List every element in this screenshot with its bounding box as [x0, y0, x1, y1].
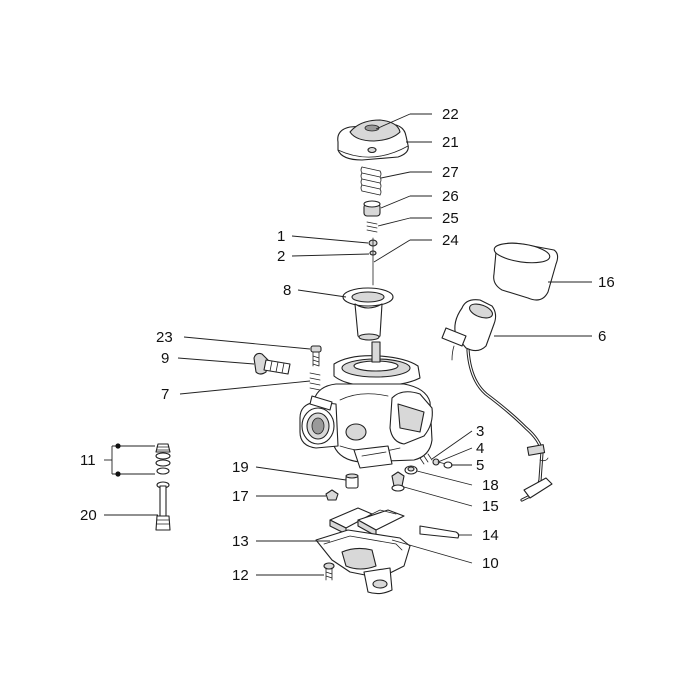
part-jet: [391, 471, 405, 492]
leader-lines: [104, 113, 592, 576]
callout-27: 27: [442, 164, 459, 181]
part-adjusting-screw: [253, 352, 291, 375]
part-small-spring-side: [419, 453, 433, 465]
part-o-ring: [443, 461, 453, 469]
callout-5: 5: [476, 457, 484, 474]
callout-2: 2: [277, 248, 285, 265]
part-small-cap: [404, 465, 418, 475]
callout-25: 25: [442, 210, 459, 227]
part-choke-assembly: [441, 299, 553, 502]
callout-17: 17: [232, 488, 249, 505]
callout-22: 22: [442, 106, 459, 123]
carburetor-body: [299, 341, 433, 469]
callout-13: 13: [232, 533, 249, 550]
callout-4: 4: [476, 440, 484, 457]
part-spring: [360, 166, 382, 196]
part-float-bowl: [315, 529, 411, 595]
callout-15: 15: [482, 498, 499, 515]
part-spring-seat: [363, 200, 381, 217]
part-small-jet: [325, 489, 339, 501]
callout-14: 14: [482, 527, 499, 544]
part-cover-screw: [367, 146, 377, 154]
callout-23: 23: [156, 329, 173, 346]
callout-9: 9: [161, 350, 169, 367]
callout-labels: 1 2 3 4 5 6 7 8 9 10 11 12 13 14 15 16 1…: [80, 106, 615, 584]
part-plug: [345, 473, 359, 489]
part-float: [329, 507, 405, 537]
callout-20: 20: [80, 507, 97, 524]
part-bowl-screw: [323, 562, 335, 581]
callout-1: 1: [277, 228, 285, 245]
part-rubber-cap: [493, 242, 559, 301]
part-screw-top: [310, 345, 322, 367]
part-top-cover: [337, 119, 409, 161]
part-screw-spring: [309, 372, 321, 391]
callout-7: 7: [161, 386, 169, 403]
callout-18: 18: [482, 477, 499, 494]
part-emulsion-tube: [155, 481, 171, 531]
part-jet-holder: [155, 443, 171, 475]
callout-8: 8: [283, 282, 291, 299]
part-float-pin: [419, 525, 460, 539]
callout-26: 26: [442, 188, 459, 205]
callout-10: 10: [482, 555, 499, 572]
part-small-spring: [366, 221, 378, 233]
callout-3: 3: [476, 423, 484, 440]
callout-6: 6: [598, 328, 606, 345]
part-diaphragm-slide: [342, 287, 394, 341]
callout-24: 24: [442, 232, 459, 249]
callout-16: 16: [598, 274, 615, 291]
callout-21: 21: [442, 134, 459, 151]
callout-12: 12: [232, 567, 249, 584]
callout-11: 11: [80, 452, 96, 469]
callout-19: 19: [232, 459, 249, 476]
